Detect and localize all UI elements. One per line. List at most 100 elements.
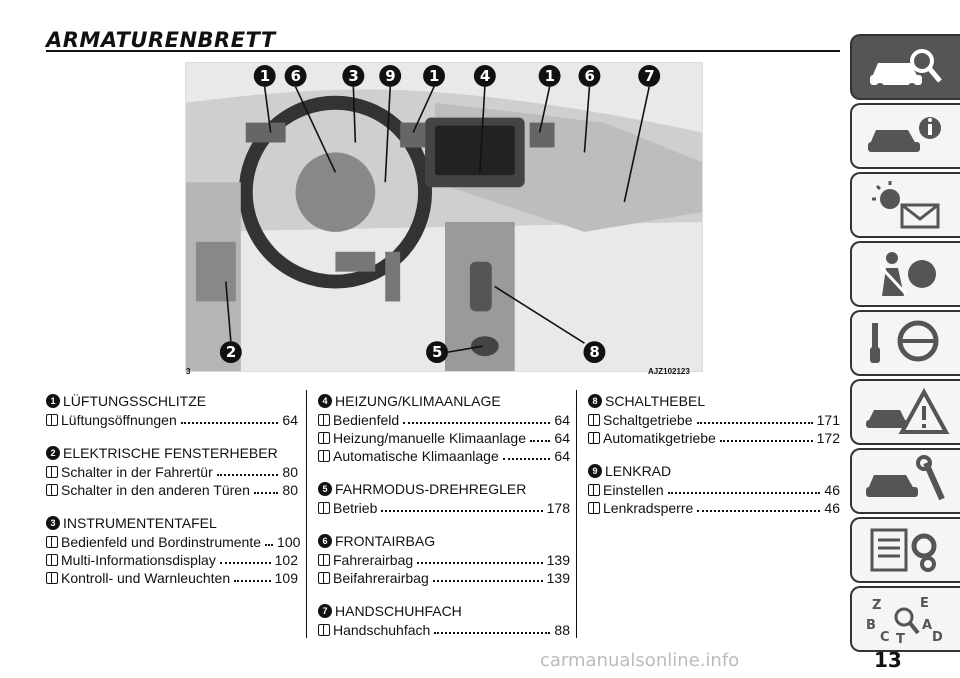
- book-icon: [46, 554, 58, 566]
- index-letter: Z: [872, 598, 881, 613]
- section-title: INSTRUMENTENTAFEL: [63, 515, 217, 531]
- index-entry[interactable]: Handschuhfach 88: [318, 620, 570, 638]
- entry-text: Bedienfeld: [333, 412, 400, 428]
- book-icon: [46, 484, 58, 496]
- entry-text: Einstellen: [603, 482, 664, 498]
- section-number: 2: [46, 446, 60, 460]
- section-number: 3: [46, 516, 60, 530]
- tab-warning-lights[interactable]: [850, 172, 960, 238]
- index-letter: B: [866, 618, 876, 633]
- callout-3: 3: [348, 67, 358, 85]
- index-entry[interactable]: Betrieb 178: [318, 498, 570, 516]
- entry-text: Schalter in der Fahrertür: [61, 464, 213, 480]
- callout-4: 4: [480, 67, 490, 85]
- specs-gear-icon: [870, 528, 937, 572]
- section-number: 9: [588, 464, 602, 478]
- entry-page: 109: [274, 570, 298, 586]
- book-icon: [318, 450, 330, 462]
- callout-6a: 6: [291, 67, 301, 85]
- index-entry[interactable]: Kontroll- und Warnleuchten 109: [46, 568, 298, 586]
- entry-page: 178: [546, 500, 570, 516]
- index-letter: D: [932, 630, 943, 645]
- watermark: carmanualsonline.info: [540, 650, 740, 671]
- figure-code: AJZ102123: [648, 367, 690, 376]
- callout-1c: 1: [545, 67, 555, 85]
- book-icon: [318, 414, 330, 426]
- book-icon: [318, 432, 330, 444]
- callout-5: 5: [432, 343, 442, 361]
- tab-safety[interactable]: [850, 241, 960, 307]
- tab-car-search[interactable]: [850, 34, 960, 100]
- section-title: HANDSCHUHFACH: [335, 603, 462, 619]
- book-icon: [46, 536, 58, 548]
- entry-text: Automatikgetriebe: [603, 430, 716, 446]
- index-letter: A: [922, 618, 932, 633]
- tab-technical-data[interactable]: [850, 517, 960, 583]
- car-wrench-icon: [866, 455, 945, 501]
- warning-light-message-icon: [872, 181, 940, 229]
- index-entry[interactable]: Einstellen 46: [588, 480, 840, 498]
- callout-9: 9: [385, 67, 395, 85]
- entry-text: Schalter in den anderen Türen: [61, 482, 250, 498]
- page-number: 13: [874, 648, 902, 672]
- entry-text: Kontroll- und Warnleuchten: [61, 570, 231, 586]
- tab-starting[interactable]: [850, 310, 960, 376]
- entry-text: Betrieb: [333, 500, 378, 516]
- index-letter: C: [880, 630, 890, 645]
- section-number: 4: [318, 394, 332, 408]
- entry-page: 102: [274, 552, 298, 568]
- section-number: 8: [588, 394, 602, 408]
- dashboard-illustration: 1 6 3 9 1 4 1 6 7 2 5 8: [185, 62, 703, 372]
- entry-text: Multi-Informationsdisplay: [61, 552, 216, 568]
- tab-emergency[interactable]: [850, 379, 960, 445]
- tab-maintenance[interactable]: [850, 448, 960, 514]
- book-icon: [46, 414, 58, 426]
- callout-8: 8: [589, 343, 599, 361]
- section-title: FAHRMODUS-DREHREGLER: [335, 481, 527, 497]
- book-icon: [588, 484, 600, 496]
- index-entry[interactable]: Multi-Informationsdisplay 102: [46, 550, 298, 568]
- tab-car-info[interactable]: [850, 103, 960, 169]
- entry-page: 88: [554, 622, 570, 638]
- index-entry[interactable]: Heizung/manuelle Klimaanlage 64: [318, 428, 570, 446]
- book-icon: [318, 502, 330, 514]
- entry-page: 46: [824, 482, 840, 498]
- figure-number: 3: [186, 367, 191, 376]
- entry-text: Fahrerairbag: [333, 552, 414, 568]
- entry-text: Heizung/manuelle Klimaanlage: [333, 430, 527, 446]
- car-search-icon: [870, 49, 942, 91]
- section-title: HEIZUNG/KLIMAANLAGE: [335, 393, 501, 409]
- section-title: LENKRAD: [605, 463, 672, 479]
- title-rule: [46, 50, 840, 52]
- section-title: LÜFTUNGSSCHLITZE: [63, 393, 207, 409]
- entry-text: Schaltgetriebe: [603, 412, 693, 428]
- book-icon: [318, 624, 330, 636]
- entry-text: Bedienfeld und Bordinstrumente: [61, 534, 262, 550]
- book-icon: [46, 466, 58, 478]
- entry-text: Lüftungsöffnungen: [61, 412, 177, 428]
- book-icon: [318, 572, 330, 584]
- entry-page: 64: [554, 430, 570, 446]
- callout-6b: 6: [584, 67, 594, 85]
- entry-text: Handschuhfach: [333, 622, 431, 638]
